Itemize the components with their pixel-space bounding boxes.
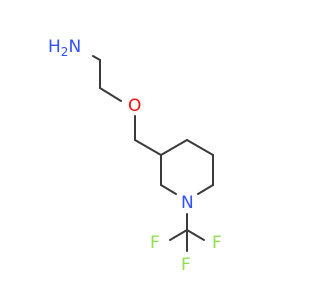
bond-ch2-c3	[134, 139, 162, 156]
fluorine-right-label: F	[212, 233, 222, 253]
bond-nh2-c1	[92, 55, 101, 61]
fluorine-left-label: F	[150, 233, 160, 253]
bond-cf3-f1	[169, 229, 188, 241]
bond-c4-c5	[186, 139, 214, 156]
bond-c2-o	[99, 87, 122, 102]
atom-labels: H2N O N F F F	[48, 37, 222, 275]
ether-oxygen-label: O	[128, 96, 141, 116]
bonds	[92, 55, 214, 252]
fluorine-bottom-label: F	[181, 255, 191, 275]
bond-c3-c4	[160, 139, 188, 156]
bond-c6-n	[197, 184, 214, 195]
ring-nitrogen-label: N	[181, 193, 194, 213]
molecule-structure: H2N O N F F F	[48, 37, 222, 275]
bond-cf3-f2	[186, 229, 205, 241]
amine-label: H2N	[48, 37, 81, 59]
bond-n-c2r	[160, 184, 177, 195]
